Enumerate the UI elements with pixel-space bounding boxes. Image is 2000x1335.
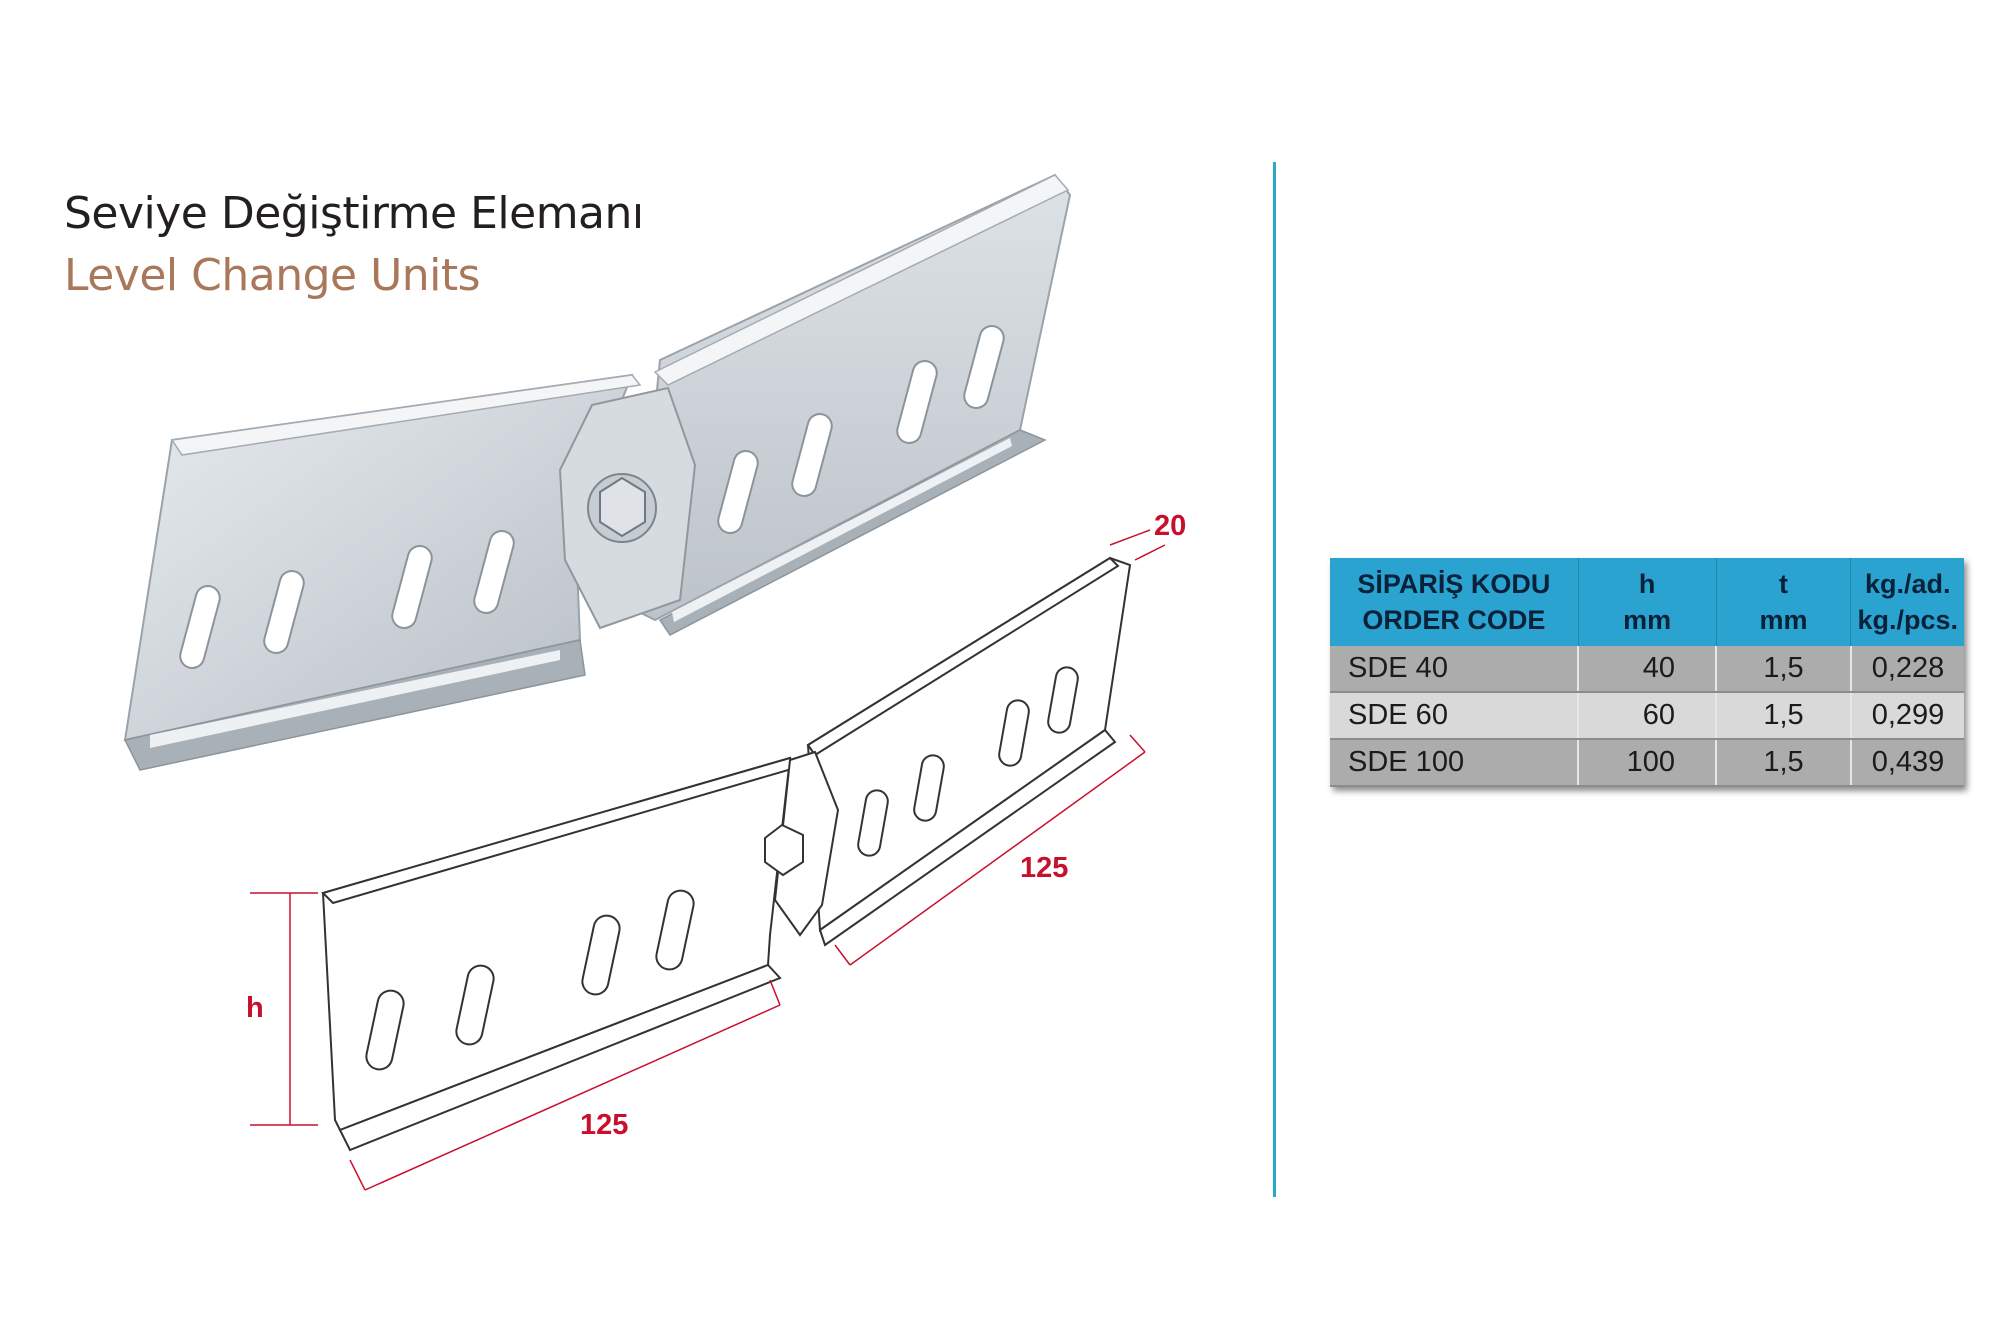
header-t: t mm (1716, 558, 1852, 646)
cell-h: 60 (1578, 692, 1718, 740)
title-english: Level Change Units (64, 250, 481, 301)
order-code-table: SİPARİŞ KODU ORDER CODE h mm t mm kg./ad… (1330, 558, 1964, 787)
outline-level-change-unit (321, 556, 1132, 1152)
dimension-left-125-label: 125 (580, 1109, 628, 1141)
cell-kg: 0,299 (1850, 692, 1964, 740)
cell-t: 1,5 (1716, 739, 1852, 787)
cell-code: SDE 100 (1330, 739, 1580, 787)
header-weight: kg./ad. kg./pcs. (1850, 558, 1964, 646)
cell-h: 40 (1578, 646, 1718, 693)
table-row: SDE 40 40 1,5 0,228 (1330, 646, 1964, 693)
cell-kg: 0,439 (1850, 739, 1964, 787)
dimension-20-label: 20 (1154, 510, 1186, 542)
header-order-code: SİPARİŞ KODU ORDER CODE (1330, 558, 1579, 646)
title-turkish: Seviye Değiştirme Elemanı (64, 188, 644, 239)
dimension-right-125-label: 125 (1020, 852, 1068, 884)
cell-t: 1,5 (1716, 692, 1852, 740)
header-h: h mm (1578, 558, 1717, 646)
shaded-level-change-unit (123, 173, 1072, 771)
cell-code: SDE 60 (1330, 692, 1580, 740)
table-row: SDE 100 100 1,5 0,439 (1330, 739, 1964, 787)
table-row: SDE 60 60 1,5 0,299 (1330, 692, 1964, 740)
cell-kg: 0,228 (1850, 646, 1964, 693)
cell-t: 1,5 (1716, 646, 1852, 693)
cell-code: SDE 40 (1330, 646, 1580, 693)
cell-h: 100 (1578, 739, 1718, 787)
dimension-lines (250, 529, 1166, 1191)
vertical-divider (1273, 162, 1276, 1197)
table-header-row: SİPARİŞ KODU ORDER CODE h mm t mm kg./ad… (1330, 558, 1964, 646)
dimension-h-label: h (246, 992, 264, 1024)
